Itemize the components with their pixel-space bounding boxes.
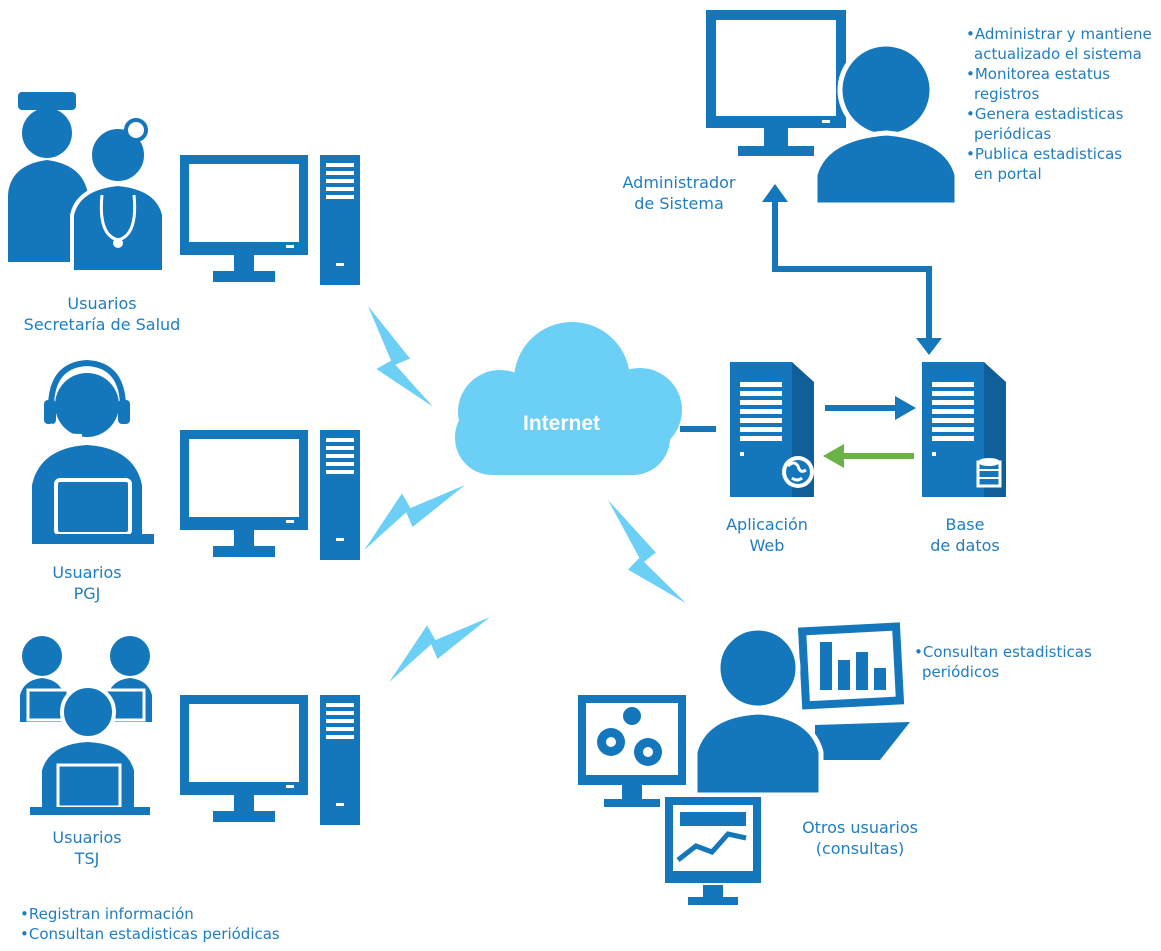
admin-task-item: actualizado el sistema bbox=[974, 45, 1142, 63]
admin-label-line2: de Sistema bbox=[634, 194, 724, 213]
admin-task-item: •Publica estadisticas bbox=[966, 145, 1123, 163]
salud-label-line1: Usuarios bbox=[67, 294, 137, 313]
otros-label-line1: Otros usuarios bbox=[802, 818, 918, 837]
database-icon bbox=[976, 458, 1002, 488]
lightning-icon bbox=[608, 489, 687, 614]
cloud-icon bbox=[455, 322, 682, 475]
database-label: Base de datos bbox=[910, 514, 1020, 556]
chart-monitor-icon bbox=[797, 622, 910, 760]
db-label-line1: Base bbox=[945, 515, 985, 534]
web-app-label: Aplicación Web bbox=[712, 514, 822, 556]
otros-task-item: •Consultan estadisticas bbox=[914, 643, 1092, 661]
headset-operator-icon bbox=[32, 359, 154, 544]
otros-label-line2: (consultas) bbox=[815, 839, 905, 858]
other-users-task-list: •Consultan estadisticas periódicos bbox=[914, 642, 1092, 682]
group-users-icon bbox=[20, 636, 152, 815]
lightning-icon bbox=[389, 617, 490, 683]
db-label-line2: de datos bbox=[930, 536, 1000, 555]
desktop-computer-icon bbox=[180, 430, 360, 560]
desktop-computer-icon bbox=[706, 10, 846, 156]
nurse-doctor-icon bbox=[8, 92, 166, 274]
gears-monitor-icon bbox=[578, 695, 686, 807]
admin-label-line1: Administrador bbox=[622, 173, 736, 192]
cloud-link-line bbox=[680, 426, 716, 432]
admin-task-item: periódicas bbox=[974, 125, 1052, 143]
admin-task-item: en portal bbox=[974, 165, 1042, 183]
tsj-label-line1: Usuarios bbox=[52, 828, 122, 847]
pgj-label-line1: Usuarios bbox=[52, 563, 122, 582]
desktop-computer-icon bbox=[180, 155, 360, 285]
arrow-app-to-db bbox=[825, 396, 916, 420]
app-label-line2: Web bbox=[749, 536, 785, 555]
other-users-label: Otros usuarios (consultas) bbox=[790, 817, 930, 859]
internet-label: Internet bbox=[523, 412, 601, 435]
otros-task-item: periódicos bbox=[922, 663, 1000, 681]
pgj-label-line2: PGJ bbox=[73, 584, 101, 603]
admin-label: Administrador de Sistema bbox=[612, 172, 746, 214]
users-task-item: •Registran información bbox=[20, 905, 194, 923]
arrow-db-to-app bbox=[823, 444, 914, 468]
tsj-users-label: Usuarios TSJ bbox=[28, 827, 146, 869]
admin-task-item: •Monitorea estatus bbox=[966, 65, 1111, 83]
app-label-line1: Aplicación bbox=[726, 515, 808, 534]
desktop-computer-icon bbox=[180, 695, 360, 825]
admin-task-item: •Administrar y mantiene bbox=[966, 25, 1152, 43]
users-task-item: •Consultan estadisticas periódicas bbox=[20, 925, 280, 943]
pgj-users-label: Usuarios PGJ bbox=[28, 562, 146, 604]
admin-person-icon bbox=[812, 41, 960, 208]
lightning-icon bbox=[364, 485, 465, 551]
tsj-label-line2: TSJ bbox=[74, 849, 100, 868]
lightning-icon bbox=[368, 306, 434, 407]
admin-task-item: registros bbox=[974, 85, 1040, 103]
users-task-list: •Registran información •Consultan estadi… bbox=[20, 904, 280, 944]
salud-users-label: Usuarios Secretaría de Salud bbox=[18, 293, 186, 335]
admin-task-list: •Administrar y mantiene actualizado el s… bbox=[966, 24, 1152, 184]
admin-task-item: •Genera estadisticas bbox=[966, 105, 1124, 123]
arrow-admin-db bbox=[762, 184, 942, 355]
analyst-person-icon bbox=[692, 625, 824, 798]
chart-monitor-icon bbox=[661, 793, 765, 905]
salud-label-line2: Secretaría de Salud bbox=[23, 315, 181, 334]
